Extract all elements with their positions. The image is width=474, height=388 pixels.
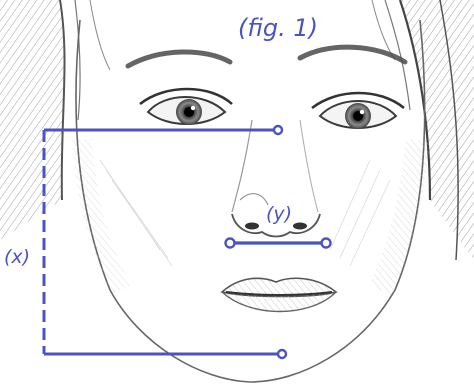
- x-bottom-marker: [276, 348, 288, 360]
- measurement-x-label: (x): [4, 246, 31, 268]
- y-left-marker: [224, 237, 236, 249]
- left-eye: [139, 87, 233, 125]
- y-right-marker: [320, 237, 332, 249]
- face-outline: [72, 19, 430, 383]
- hair: [0, 0, 474, 261]
- right-eye: [311, 91, 405, 129]
- nose: [231, 119, 321, 238]
- measurement-y-label: (y): [266, 203, 293, 225]
- lips: [220, 277, 338, 313]
- measurement-x-bracket: [42, 124, 288, 360]
- eyebrows: [125, 44, 408, 69]
- cheek-shading: [99, 159, 391, 267]
- figure-title: (fig. 1): [238, 14, 318, 42]
- x-top-marker: [272, 124, 284, 136]
- measurement-y-line: [224, 237, 332, 249]
